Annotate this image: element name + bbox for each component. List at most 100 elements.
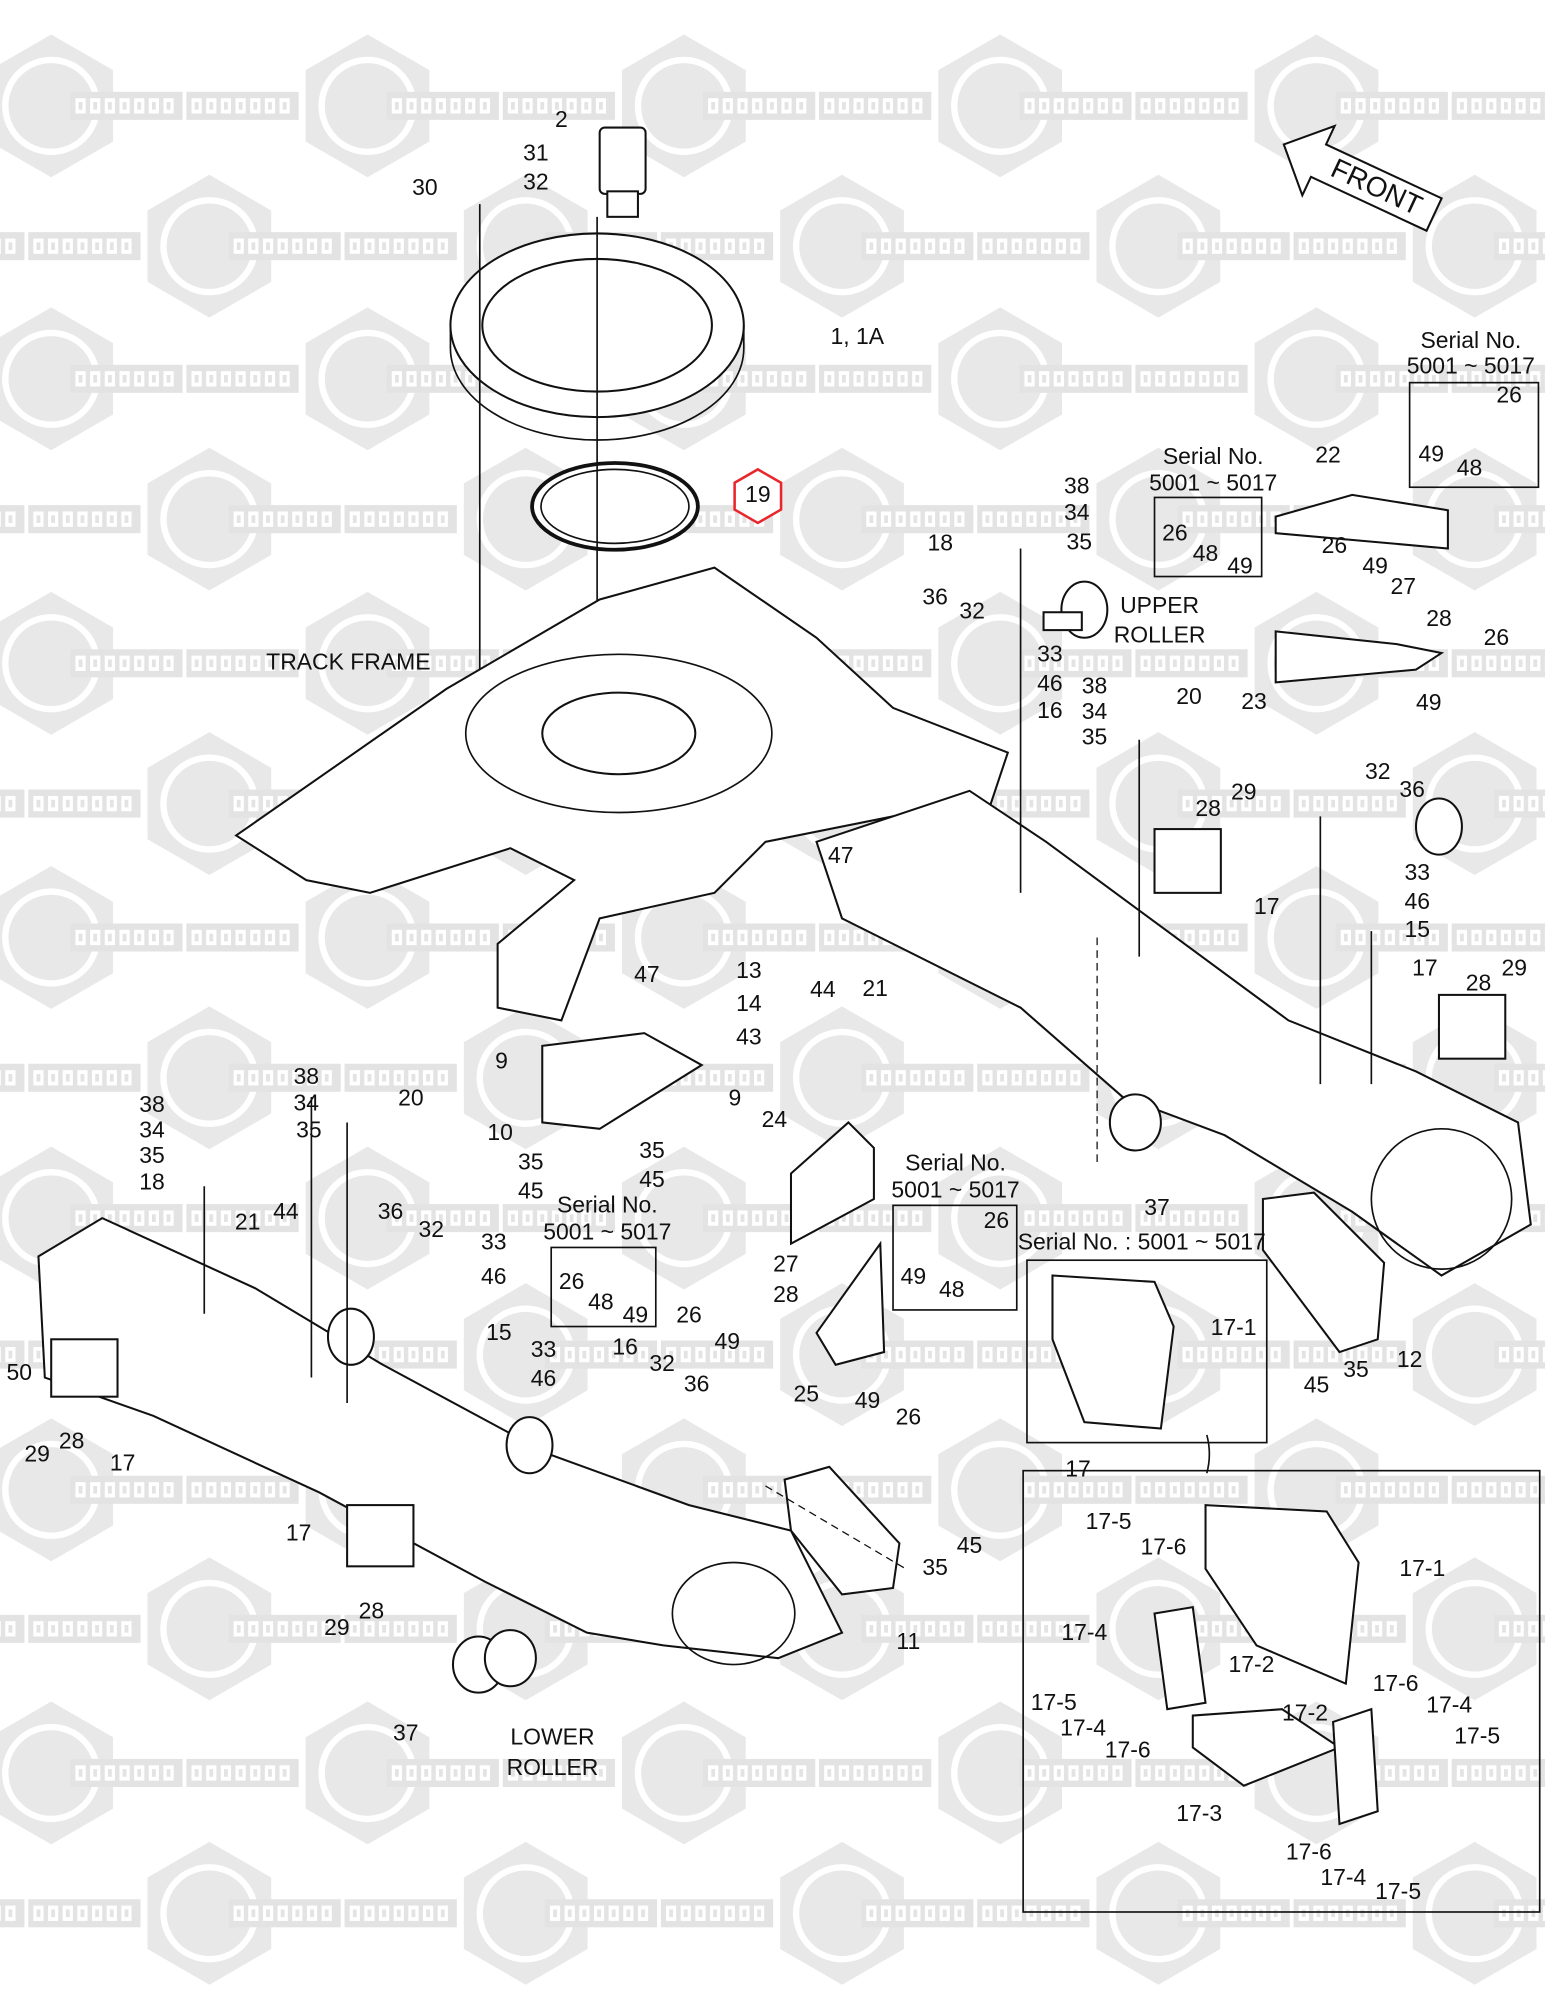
callout-32[interactable]: 32 xyxy=(419,1216,445,1242)
callout-46[interactable]: 46 xyxy=(481,1263,507,1289)
callout-lower[interactable]: LOWER xyxy=(510,1724,594,1750)
callout-18[interactable]: 18 xyxy=(927,530,953,556)
callout-35[interactable]: 35 xyxy=(296,1116,322,1142)
callout-17[interactable]: 17 xyxy=(1412,954,1438,980)
callout-28[interactable]: 28 xyxy=(1426,605,1452,631)
callout-9[interactable]: 9 xyxy=(495,1048,508,1074)
callout-17-1[interactable]: 17-1 xyxy=(1399,1555,1445,1581)
callout-16[interactable]: 16 xyxy=(1037,697,1063,723)
callout-26[interactable]: 26 xyxy=(676,1301,702,1327)
callout-26[interactable]: 26 xyxy=(984,1207,1010,1233)
callout-48[interactable]: 48 xyxy=(1193,540,1219,566)
callout-21[interactable]: 21 xyxy=(862,975,888,1001)
callout-19[interactable]: 19 xyxy=(733,467,783,525)
callout-35[interactable]: 35 xyxy=(518,1148,544,1174)
callout-serial-no[interactable]: Serial No. xyxy=(1163,443,1264,469)
callout-5001-5017[interactable]: 5001 ~ 5017 xyxy=(891,1176,1019,1202)
callout-33[interactable]: 33 xyxy=(481,1229,507,1255)
callout-48[interactable]: 48 xyxy=(1457,454,1483,480)
callout-46[interactable]: 46 xyxy=(531,1365,557,1391)
callout-33[interactable]: 33 xyxy=(1405,859,1431,885)
callout-49[interactable]: 49 xyxy=(1362,553,1388,579)
callout-43[interactable]: 43 xyxy=(736,1023,762,1049)
callout-13[interactable]: 13 xyxy=(736,957,762,983)
callout-32[interactable]: 32 xyxy=(649,1350,675,1376)
callout-serial-no[interactable]: Serial No. xyxy=(1420,327,1521,353)
callout-serial-no[interactable]: Serial No. xyxy=(905,1150,1006,1176)
callout-17[interactable]: 17 xyxy=(1065,1456,1091,1482)
callout-11[interactable]: 11 xyxy=(896,1628,920,1654)
callout-29[interactable]: 29 xyxy=(1231,778,1257,804)
callout-44[interactable]: 44 xyxy=(273,1198,299,1224)
callout-27[interactable]: 27 xyxy=(1390,573,1416,599)
callout-29[interactable]: 29 xyxy=(1501,954,1527,980)
callout-9[interactable]: 9 xyxy=(728,1085,741,1111)
callout-10[interactable]: 10 xyxy=(487,1119,513,1145)
callout-48[interactable]: 48 xyxy=(939,1276,965,1302)
callout-1-1a[interactable]: 1, 1A xyxy=(831,323,885,349)
callout-26[interactable]: 26 xyxy=(1162,520,1188,546)
callout-17-5[interactable]: 17-5 xyxy=(1375,1878,1421,1904)
callout-38[interactable]: 38 xyxy=(139,1091,165,1117)
callout-18[interactable]: 18 xyxy=(139,1169,165,1195)
callout-32[interactable]: 32 xyxy=(523,169,549,195)
callout-17-2[interactable]: 17-2 xyxy=(1282,1699,1328,1725)
callout-38[interactable]: 38 xyxy=(294,1063,320,1089)
callout-49[interactable]: 49 xyxy=(1227,553,1253,579)
callout-serial-no[interactable]: Serial No. xyxy=(557,1192,658,1218)
callout-38[interactable]: 38 xyxy=(1082,673,1108,699)
callout-35[interactable]: 35 xyxy=(1343,1356,1369,1382)
callout-26[interactable]: 26 xyxy=(1496,382,1522,408)
callout-28[interactable]: 28 xyxy=(1466,970,1492,996)
callout-22[interactable]: 22 xyxy=(1315,442,1341,468)
callout-23[interactable]: 23 xyxy=(1241,688,1267,714)
callout-17-4[interactable]: 17-4 xyxy=(1320,1864,1366,1890)
callout-21[interactable]: 21 xyxy=(235,1208,261,1234)
callout-16[interactable]: 16 xyxy=(612,1333,638,1359)
callout-track-frame[interactable]: TRACK FRAME xyxy=(266,648,430,674)
callout-32[interactable]: 32 xyxy=(1365,758,1391,784)
callout-46[interactable]: 46 xyxy=(1405,888,1431,914)
callout-17-6[interactable]: 17-6 xyxy=(1140,1534,1186,1560)
callout-17-1[interactable]: 17-1 xyxy=(1211,1314,1257,1340)
callout-15[interactable]: 15 xyxy=(1405,916,1431,942)
callout-17-6[interactable]: 17-6 xyxy=(1105,1736,1151,1762)
callout-28[interactable]: 28 xyxy=(773,1281,799,1307)
callout-36[interactable]: 36 xyxy=(378,1198,404,1224)
callout-33[interactable]: 33 xyxy=(531,1336,557,1362)
callout-17-6[interactable]: 17-6 xyxy=(1286,1838,1332,1864)
callout-27[interactable]: 27 xyxy=(773,1250,799,1276)
callout-roller[interactable]: ROLLER xyxy=(507,1754,599,1780)
callout-15[interactable]: 15 xyxy=(486,1319,512,1345)
callout-49[interactable]: 49 xyxy=(714,1328,740,1354)
callout-26[interactable]: 26 xyxy=(559,1268,585,1294)
callout-17-2[interactable]: 17-2 xyxy=(1228,1651,1274,1677)
callout-26[interactable]: 26 xyxy=(1484,624,1510,650)
callout-28[interactable]: 28 xyxy=(359,1597,385,1623)
callout-44[interactable]: 44 xyxy=(810,976,836,1002)
callout-49[interactable]: 49 xyxy=(1416,689,1442,715)
callout-48[interactable]: 48 xyxy=(588,1289,614,1315)
callout-20[interactable]: 20 xyxy=(398,1085,424,1111)
callout-36[interactable]: 36 xyxy=(1399,776,1425,802)
callout-17-5[interactable]: 17-5 xyxy=(1031,1689,1077,1715)
callout-serial-no-5001-5017[interactable]: Serial No. : 5001 ~ 5017 xyxy=(1018,1229,1266,1255)
callout-30[interactable]: 30 xyxy=(412,174,438,200)
callout-35[interactable]: 35 xyxy=(1082,724,1108,750)
callout-35[interactable]: 35 xyxy=(922,1554,948,1580)
callout-17[interactable]: 17 xyxy=(286,1520,312,1546)
callout-49[interactable]: 49 xyxy=(1419,440,1445,466)
callout-17-6[interactable]: 17-6 xyxy=(1373,1670,1419,1696)
callout-34[interactable]: 34 xyxy=(1064,499,1090,525)
callout-24[interactable]: 24 xyxy=(762,1106,788,1132)
callout-36[interactable]: 36 xyxy=(922,583,948,609)
callout-17-4[interactable]: 17-4 xyxy=(1060,1715,1106,1741)
callout-33[interactable]: 33 xyxy=(1037,641,1063,667)
callout-20[interactable]: 20 xyxy=(1176,683,1202,709)
callout-34[interactable]: 34 xyxy=(139,1116,165,1142)
callout-5001-5017[interactable]: 5001 ~ 5017 xyxy=(1407,352,1535,378)
callout-45[interactable]: 45 xyxy=(957,1532,983,1558)
callout-5001-5017[interactable]: 5001 ~ 5017 xyxy=(1149,470,1277,496)
callout-12[interactable]: 12 xyxy=(1397,1346,1423,1372)
callout-49[interactable]: 49 xyxy=(901,1263,927,1289)
